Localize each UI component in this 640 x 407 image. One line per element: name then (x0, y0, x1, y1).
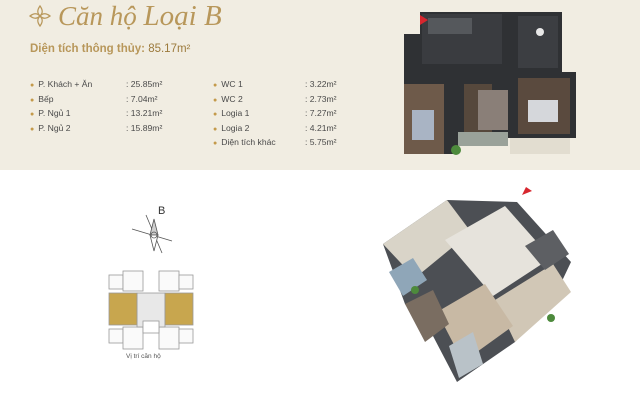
bullet-icon: ● (213, 125, 218, 133)
bullet-icon: ● (213, 82, 218, 89)
list-item: ●Bếp : 7.04m² (30, 92, 210, 107)
usable-area: Diện tích thông thủy: 85.17m² (30, 43, 190, 55)
bullet-icon: ● (213, 96, 218, 104)
room-name: Logia 2 (221, 122, 250, 133)
bullet-icon: ● (30, 96, 35, 104)
key-plan (108, 270, 194, 350)
room-name: WC 1 (221, 79, 243, 89)
room-area: : 3.22m² (305, 79, 337, 89)
room-name: Logia 1 (221, 108, 250, 118)
entrance-arrow-icon (420, 15, 428, 25)
list-item: ●WC 2 : 2.73m² (213, 92, 373, 107)
title-unit-type: Loại B (143, 0, 222, 32)
room-name: P. Ngủ 1 (38, 108, 71, 118)
compass-label: B (158, 205, 166, 217)
entrance-arrow-icon (522, 187, 532, 195)
room-name: Diện tích khác (221, 137, 276, 147)
room-name: Bếp (38, 93, 54, 104)
usable-area-value: 85.17m² (148, 43, 191, 55)
room-name: P. Khách + Ăn (38, 79, 93, 89)
room-list-right: ●WC 1: 3.22m² ●WC 2: 2.73m² ●Logia 1: 7.… (213, 77, 373, 150)
list-item: ●P. Ngủ 2 : 15.89m² (30, 121, 210, 136)
list-item: ●P. Ngủ 1 : 13.21m² (30, 106, 210, 121)
list-item: ●P. Khách + Ăn : 25.85m² (30, 77, 210, 92)
room-area: : 2.73m² (305, 93, 337, 104)
room-area: : 7.04m² (126, 93, 158, 104)
room-area: : 5.75m² (305, 137, 337, 147)
list-item: ●Logia 1 : 7.27m² (213, 106, 373, 121)
title-prefix: Căn hộ (58, 1, 137, 31)
bullet-icon: ● (213, 111, 218, 118)
bullet-icon: ● (30, 125, 35, 133)
compass-icon (131, 214, 173, 254)
ornament-logo-icon (28, 4, 52, 28)
bullet-icon: ● (30, 111, 35, 118)
page-title: Căn hộ Loại B (58, 0, 222, 34)
room-name: WC 2 (221, 93, 243, 104)
room-list-left: ●P. Khách + Ăn: 25.85m² ●Bếp: 7.04m² ●P.… (30, 77, 210, 135)
usable-area-label: Diện tích thông thủy: (30, 43, 145, 55)
bullet-icon: ● (30, 82, 35, 89)
list-item: ●WC 1 : 3.22m² (213, 77, 373, 92)
bullet-icon: ● (213, 140, 218, 147)
key-plan-caption: Vị trí căn hộ (126, 353, 161, 360)
room-area: : 7.27m² (305, 108, 337, 118)
room-area: : 4.21m² (305, 122, 337, 133)
list-item: ●Logia 2 : 4.21m² (213, 121, 373, 136)
room-area: : 25.85m² (126, 79, 163, 89)
list-item: ●Diện tích khác : 5.75m² (213, 135, 373, 150)
room-area: : 15.89m² (126, 122, 163, 133)
floor-plan-2d (404, 12, 576, 155)
room-name: P. Ngủ 2 (38, 122, 71, 133)
room-area: : 13.21m² (126, 108, 163, 118)
floor-plan-3d (383, 200, 571, 382)
